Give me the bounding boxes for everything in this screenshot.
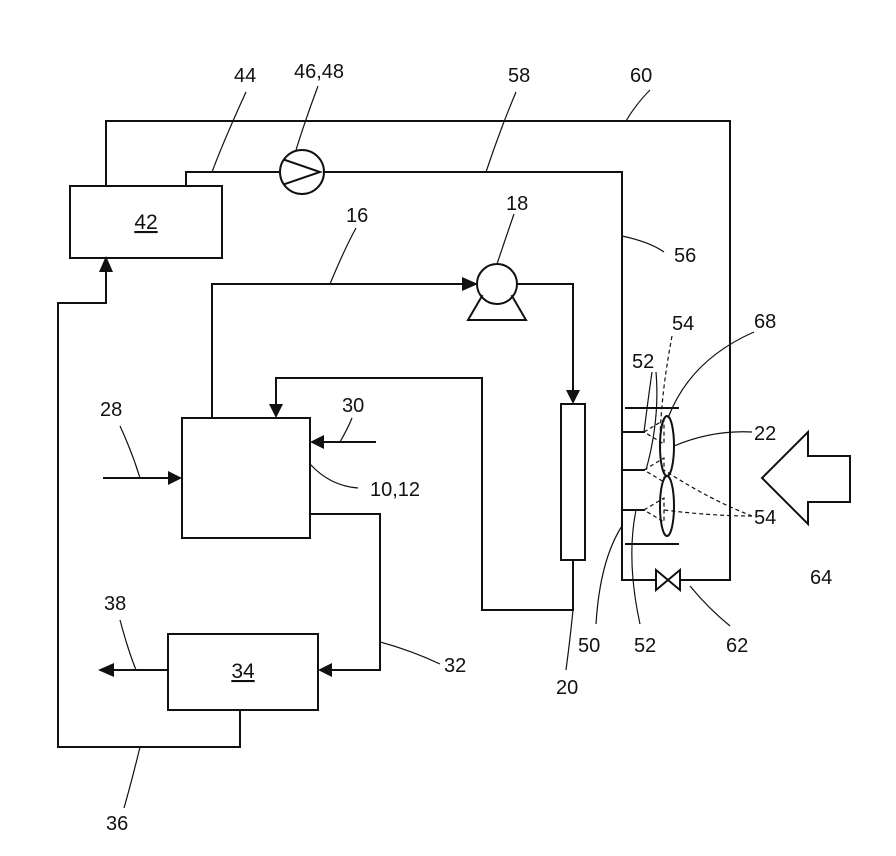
leader-32 <box>380 642 440 664</box>
pump-46-48-icon <box>280 150 324 194</box>
line-32-arrowhead <box>318 663 332 677</box>
label-36: 36 <box>106 813 128 835</box>
line-pump-to-20 <box>517 284 573 392</box>
leader-52-top-b <box>646 372 657 470</box>
box-42-label: 42 <box>134 211 157 234</box>
element-20 <box>561 404 585 560</box>
line-return-20-to-10 <box>276 378 573 610</box>
label-38: 38 <box>104 593 126 615</box>
leader-60 <box>626 90 650 121</box>
label-54-bottom: 54 <box>754 507 776 529</box>
leader-44 <box>212 92 246 172</box>
label-10-12: 10,12 <box>370 479 420 501</box>
label-52-bottom: 52 <box>634 635 656 657</box>
label-30: 30 <box>342 395 364 417</box>
label-50: 50 <box>578 635 600 657</box>
line-pump-to-20-arrowhead <box>566 390 580 404</box>
line-return-arrowhead <box>269 404 283 418</box>
leader-68 <box>668 332 754 418</box>
line-44 <box>186 172 280 186</box>
label-32: 32 <box>444 655 466 677</box>
leader-18 <box>497 214 514 264</box>
valve-62-icon <box>656 570 680 590</box>
leader-10-12 <box>310 464 358 488</box>
label-28: 28 <box>100 399 122 421</box>
line-16-arrowhead <box>462 277 478 291</box>
leader-52-bottom <box>632 510 640 624</box>
label-60: 60 <box>630 65 652 87</box>
pump-18-icon <box>468 264 526 320</box>
line-16 <box>212 284 466 418</box>
label-56: 56 <box>674 245 696 267</box>
leader-46-48 <box>296 86 318 150</box>
label-18: 18 <box>506 193 528 215</box>
box-34-label: 34 <box>231 660 255 683</box>
lens-element-upper <box>660 416 674 476</box>
leader-36 <box>124 747 140 808</box>
leader-50 <box>596 526 622 624</box>
leader-20 <box>566 610 573 670</box>
leader-52-top-a <box>644 372 652 432</box>
input-30-arrowhead <box>310 435 324 449</box>
line-32 <box>310 514 380 670</box>
lens-element-lower <box>660 476 674 536</box>
leader-22 <box>674 432 752 446</box>
leader-54-bottom-a <box>664 470 752 516</box>
leader-38 <box>120 620 136 670</box>
leader-28 <box>120 426 140 478</box>
leader-62 <box>690 586 730 626</box>
leader-30 <box>340 418 352 442</box>
label-20: 20 <box>556 677 578 699</box>
leader-56 <box>622 236 664 252</box>
label-46-48: 46,48 <box>294 61 344 83</box>
label-16: 16 <box>346 205 368 227</box>
label-58: 58 <box>508 65 530 87</box>
label-52-top: 52 <box>632 351 654 373</box>
leader-58 <box>486 92 516 172</box>
output-38-arrowhead <box>98 663 114 677</box>
label-62: 62 <box>726 635 748 657</box>
label-22: 22 <box>754 423 776 445</box>
label-44: 44 <box>234 65 256 87</box>
box-10-12 <box>182 418 310 538</box>
leader-16 <box>330 228 356 284</box>
label-68: 68 <box>754 311 776 333</box>
label-54-top: 54 <box>672 313 694 335</box>
input-28-arrowhead <box>168 471 182 485</box>
label-64: 64 <box>810 567 832 589</box>
